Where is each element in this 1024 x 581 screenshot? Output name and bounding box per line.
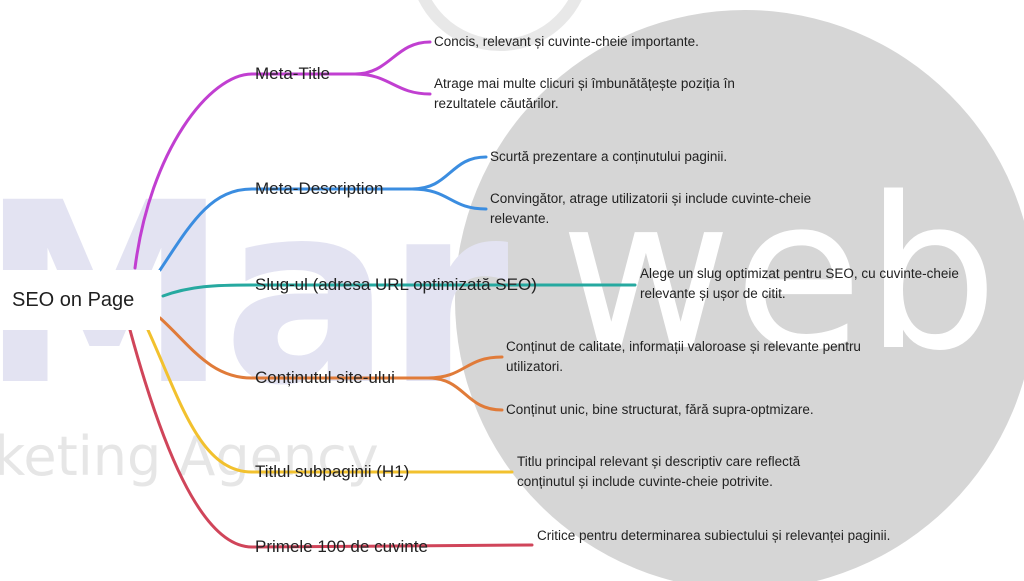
connector-meta-description-11 <box>410 187 488 211</box>
leaf-first100-1: Critice pentru determinarea subiectului … <box>537 528 891 543</box>
connector-content-14 <box>426 355 504 380</box>
connector-meta-title-7 <box>353 40 432 76</box>
connector-content-15 <box>426 376 504 412</box>
watermark-arc-top <box>418 0 582 51</box>
branch-h1[interactable]: Titlul subpaginii (H1) <box>255 462 410 481</box>
watermark-brand-right: web <box>560 152 1001 397</box>
branch-first100[interactable]: Primele 100 de cuvinte <box>255 537 428 556</box>
connector-meta-description-10 <box>410 155 488 191</box>
leaf-h1-1: Titlu principal relevant și descriptiv c… <box>517 454 801 489</box>
connector-meta-description-1 <box>158 187 254 272</box>
root-node[interactable]: SEO on Page <box>0 270 160 330</box>
leaf-meta-title-1: Concis, relevant și cuvinte-cheie import… <box>434 34 699 49</box>
branch-meta-description[interactable]: Meta-Description <box>255 179 384 198</box>
leaf-content-1: Conținut de calitate, informații valoroa… <box>506 339 861 374</box>
root-label: SEO on Page <box>12 288 135 311</box>
connector-meta-title-0 <box>133 72 254 270</box>
branch-meta-title[interactable]: Meta-Title <box>255 64 330 83</box>
branch-slug[interactable]: Slug-ul (adresa URL optimizată SEO) <box>255 275 537 294</box>
connector-slug-2 <box>161 283 254 298</box>
connector-content-3 <box>158 316 254 380</box>
connector-h1-4 <box>146 328 254 474</box>
leaf-meta-description-2: Convingător, atrage utilizatorii și incl… <box>490 191 812 226</box>
leaf-meta-description-1: Scurtă prezentare a conținutului paginii… <box>490 149 728 164</box>
branch-content[interactable]: Conținutul site-ului <box>255 368 395 387</box>
connector-first100-5 <box>128 328 254 549</box>
connector-first100-17 <box>250 543 534 549</box>
leaf-content-2: Conținut unic, bine structurat, fără sup… <box>506 402 814 417</box>
watermark-circle <box>455 10 1024 581</box>
watermark-tagline: keting Agency <box>0 425 379 488</box>
connector-meta-title-8 <box>353 72 432 96</box>
leaf-slug-1: Alege un slug optimizat pentru SEO, cu c… <box>640 266 959 301</box>
leaf-meta-title-2: Atrage mai multe clicuri și îmbunătățeșt… <box>434 76 735 111</box>
